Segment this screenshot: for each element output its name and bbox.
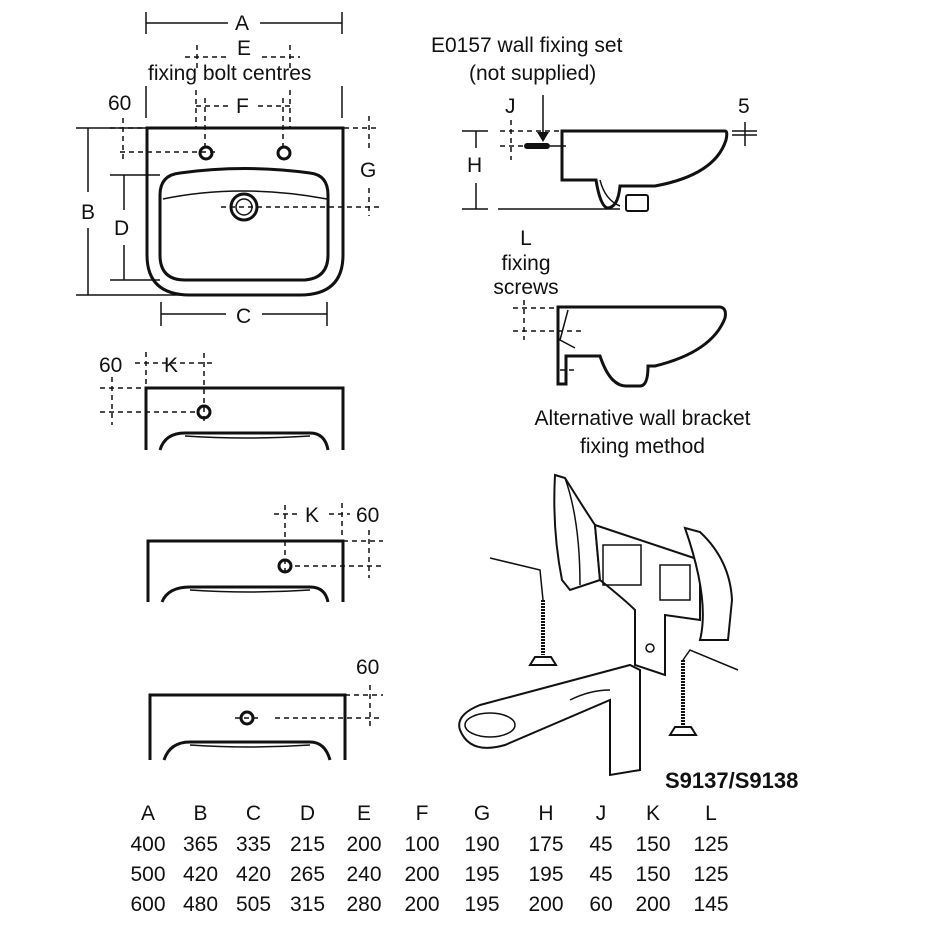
- table-row: 400 365 335 215 200 100 190 175 45 150 1…: [122, 830, 739, 860]
- table-cell: 480: [182, 893, 219, 916]
- label-wall-fixing-set: E0157 wall fixing set: [431, 34, 623, 57]
- label-J: J: [505, 95, 516, 118]
- table-cell: 335: [235, 833, 272, 856]
- table-cell: 125: [693, 833, 729, 856]
- side-view-basin: [462, 95, 757, 212]
- table-cell: 280: [346, 893, 382, 916]
- label-not-supplied: (not supplied): [469, 62, 597, 85]
- variant-left-hole: [100, 352, 345, 451]
- table-cell: 145: [693, 893, 729, 916]
- table-cell: 420: [235, 863, 272, 886]
- table-header: E: [356, 802, 371, 825]
- label-variant2-60: 60: [356, 504, 380, 527]
- label-fixing-method: fixing method: [580, 435, 705, 458]
- table-cell: 45: [589, 833, 613, 856]
- table-header: C: [245, 802, 262, 825]
- table-header: H: [538, 802, 554, 825]
- label-H: H: [467, 154, 483, 177]
- table-cell: 215: [289, 833, 326, 856]
- table-header: K: [645, 802, 660, 825]
- table-cell: 315: [289, 893, 326, 916]
- bracket-model-label: S9137/S9138: [665, 768, 799, 793]
- label-alternative-wall-bracket: Alternative wall bracket: [534, 407, 751, 430]
- table-cell: 200: [346, 833, 382, 856]
- table-cell: 200: [528, 893, 564, 916]
- label-E: E: [237, 37, 252, 60]
- label-variant1-K: K: [164, 354, 179, 377]
- label-variant1-60: 60: [99, 354, 123, 377]
- table-cell: 420: [182, 863, 219, 886]
- variant-centre-hole: [148, 685, 383, 761]
- dimension-table: A B C D E F G H J K L 400 365 335 215 20…: [122, 798, 739, 920]
- label-5: 5: [738, 95, 750, 118]
- table-header-row: A B C D E F G H J K L: [122, 798, 739, 830]
- table-cell: 190: [464, 833, 500, 856]
- label-60-top: 60: [108, 92, 132, 115]
- variant-right-hole: [146, 503, 383, 603]
- table-cell: 175: [528, 833, 564, 856]
- table-header: D: [299, 802, 316, 825]
- table-cell: 200: [404, 863, 440, 886]
- alt-side-view-basin: [513, 300, 727, 388]
- table-header: J: [595, 802, 607, 825]
- table-cell: 200: [635, 893, 671, 916]
- table-cell: 195: [528, 863, 564, 886]
- table-header: F: [415, 802, 429, 825]
- label-screws: screws: [493, 276, 559, 299]
- table-cell: 195: [464, 863, 500, 886]
- table-cell: 100: [404, 833, 440, 856]
- label-B: B: [81, 201, 96, 224]
- table-header: L: [705, 802, 717, 825]
- table-header: G: [473, 802, 491, 825]
- table-cell: 505: [235, 893, 272, 916]
- table-cell: 45: [589, 863, 613, 886]
- table-header: A: [140, 802, 155, 825]
- table-cell: 60: [589, 893, 613, 916]
- table-cell: 200: [404, 893, 440, 916]
- table-row: 600 480 505 315 280 200 195 200 60 200 1…: [122, 890, 739, 920]
- wall-bracket-illustration: [458, 473, 739, 777]
- table-row: 500 420 420 265 240 200 195 195 45 150 1…: [122, 860, 739, 890]
- table-cell: 150: [635, 833, 671, 856]
- label-fixing-bolt-centres: fixing bolt centres: [148, 62, 312, 85]
- label-variant3-60: 60: [356, 656, 380, 679]
- label-fixing: fixing: [501, 252, 551, 275]
- table-cell: 195: [464, 893, 500, 916]
- label-G: G: [360, 159, 377, 182]
- label-F: F: [236, 95, 249, 118]
- table-cell: 240: [346, 863, 382, 886]
- table-header: B: [193, 802, 208, 825]
- table-cell: 500: [130, 863, 166, 886]
- table-cell: 150: [635, 863, 671, 886]
- label-D: D: [114, 217, 130, 240]
- label-C: C: [236, 305, 252, 328]
- table-cell: 125: [693, 863, 729, 886]
- label-A: A: [235, 12, 250, 35]
- front-view-basin: [76, 12, 380, 326]
- label-L: L: [520, 227, 532, 250]
- table-cell: 600: [130, 893, 166, 916]
- label-variant2-K: K: [305, 504, 320, 527]
- table-cell: 365: [182, 833, 219, 856]
- table-cell: 400: [130, 833, 166, 856]
- table-cell: 265: [289, 863, 326, 886]
